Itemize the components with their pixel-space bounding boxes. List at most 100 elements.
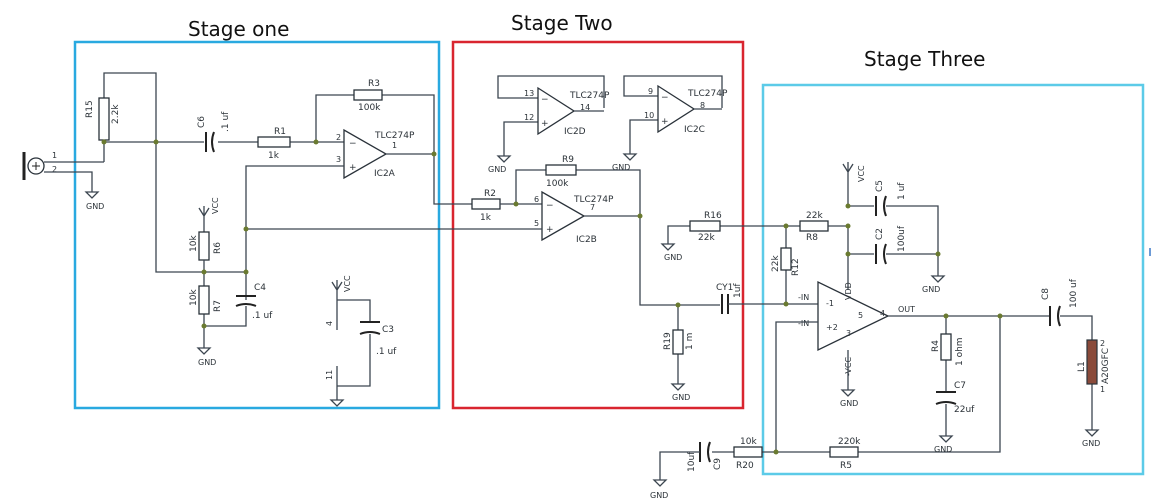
r8-resistor — [799, 220, 829, 232]
c3-label: C3 — [382, 325, 394, 335]
ic2b-plus: + — [546, 225, 554, 235]
c3-wire — [336, 299, 371, 387]
ic2a-plus-wire — [245, 165, 344, 300]
c8-label: C8 — [1041, 288, 1051, 300]
r20-resistor — [733, 446, 763, 458]
r16-label: R16 — [704, 211, 722, 221]
ic2b-opamp — [541, 190, 586, 242]
r19-resistor — [672, 329, 684, 355]
ic2c-part: TLC274P — [687, 89, 728, 99]
gnd-label: GND — [664, 253, 682, 262]
r4-label: R4 — [931, 340, 941, 352]
ground-icon — [930, 275, 946, 283]
amp-in-pos: -IN — [798, 319, 809, 328]
decoupling-wire — [886, 205, 939, 276]
vcc-label: VCC — [857, 165, 866, 182]
ground-icon — [496, 155, 512, 163]
c6-label: C6 — [197, 116, 207, 128]
r12-resistor — [780, 247, 792, 271]
ic2a-pin3: 3 — [336, 155, 341, 164]
gnd-label: GND — [650, 491, 668, 500]
jack-pin2-label: 2 — [52, 165, 57, 174]
c8-out-wire — [1060, 315, 1093, 430]
c7-capacitor — [935, 391, 957, 405]
c7-value: 22uf — [954, 405, 975, 415]
c9-value: 10uf — [687, 451, 697, 472]
r3-wire — [315, 94, 435, 153]
r5-resistor — [829, 446, 859, 458]
amp-plus: +2 — [826, 323, 838, 332]
ic2c-plus: + — [661, 117, 669, 127]
ground-icon — [1084, 429, 1100, 437]
ground-icon — [622, 153, 638, 161]
pin4-label: 4 — [325, 321, 334, 326]
speaker-icon — [1086, 339, 1098, 385]
r1-value: 1k — [268, 151, 280, 161]
gnd-label: GND — [86, 202, 104, 211]
vcc-arrow-icon — [842, 162, 854, 206]
r2-resistor — [471, 198, 501, 210]
r4-value: 1 ohm — [955, 337, 965, 366]
ic2d-label: IC2D — [564, 127, 586, 137]
c2-capacitor — [875, 243, 887, 265]
gnd-label: GND — [198, 358, 216, 367]
vcc-arrow-icon — [331, 280, 343, 312]
r9-wire — [515, 169, 641, 214]
ic2a-opamp — [343, 128, 388, 180]
r2-value: 1k — [480, 213, 492, 223]
amp-in-neg: -IN — [798, 293, 809, 302]
gnd-label: GND — [1082, 439, 1100, 448]
vcc-arrow-icon — [198, 206, 210, 232]
r6-resistor — [198, 231, 210, 261]
c6-capacitor — [205, 131, 215, 153]
c5-label: C5 — [875, 180, 885, 192]
r8-wire — [828, 205, 874, 290]
r9-label: R9 — [562, 155, 574, 165]
pin11-label: 11 — [325, 370, 334, 380]
ic2d-wire — [497, 75, 605, 156]
gnd-label: GND — [488, 165, 506, 174]
r15-value: 2.2k — [111, 104, 121, 124]
c9-wire — [659, 451, 700, 480]
stage-three-box — [761, 83, 1145, 476]
audio-jack-icon — [22, 152, 45, 180]
ic2c-p9: 9 — [648, 87, 653, 96]
c6-value: .1 uf — [221, 111, 231, 132]
ic2a-label: IC2A — [374, 169, 396, 179]
divider-wire — [203, 260, 246, 342]
c2-value: 100uf — [897, 225, 907, 252]
ic2c-wire — [623, 75, 723, 154]
ground-icon — [329, 399, 345, 407]
r16-wire — [667, 225, 800, 244]
r15-resistor — [98, 97, 110, 141]
ic2b-p5: 5 — [534, 219, 539, 228]
r9-resistor — [545, 164, 577, 176]
ic2d-part: TLC274P — [569, 91, 610, 101]
power-amp — [817, 280, 890, 352]
r20-value: 10k — [740, 437, 757, 447]
r6-label: R6 — [213, 242, 223, 254]
feedback-wire — [775, 316, 1001, 453]
r12-value: 22k — [771, 255, 781, 272]
ic2d-plus: + — [541, 119, 549, 129]
cy1-label: CY1 — [716, 283, 733, 293]
amp-out: OUT — [898, 305, 915, 314]
r16-resistor — [689, 220, 721, 232]
r2-label: R2 — [484, 189, 496, 199]
ground-icon — [84, 191, 100, 199]
c3-capacitor — [359, 321, 381, 335]
jack-wire — [44, 161, 104, 192]
ic2c-opamp — [657, 84, 696, 134]
r12-label: R12 — [791, 258, 801, 276]
c4-capacitor — [235, 295, 257, 307]
r1-resistor — [257, 136, 291, 148]
c5-value: 1 uf — [897, 182, 907, 200]
r3-value: 100k — [358, 103, 381, 113]
c4-value: .1 uf — [252, 311, 273, 321]
r6-value: 10k — [189, 235, 199, 252]
amp-p3: 3 — [846, 329, 851, 338]
ground-icon — [840, 389, 856, 397]
amp-vdd: VDD — [844, 282, 853, 300]
